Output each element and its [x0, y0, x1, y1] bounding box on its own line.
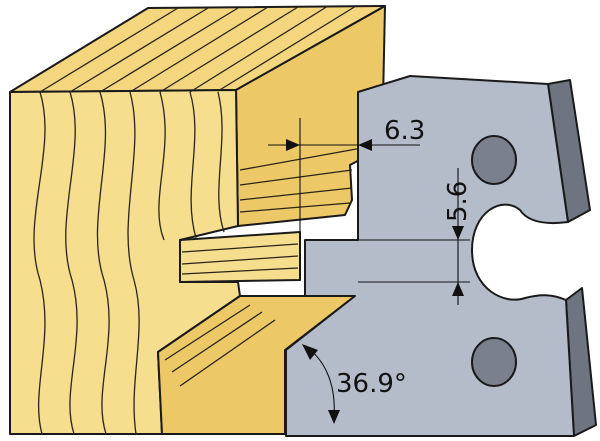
- knife-lower-hole: [471, 337, 517, 387]
- depth-label: 6.3: [384, 116, 425, 146]
- width-dimension: 5.6: [358, 168, 473, 305]
- wood-block: [9, 5, 386, 435]
- angle-dimension: 36.9°: [302, 344, 407, 424]
- depth-arrow-right: [358, 139, 372, 151]
- depth-dimension: 6.3: [268, 116, 425, 278]
- angle-label: 36.9°: [336, 369, 407, 399]
- width-label: 5.6: [443, 181, 473, 222]
- width-arrow-bottom: [452, 282, 464, 296]
- wood-grain: [33, 5, 363, 435]
- profile-knife: [285, 75, 597, 437]
- knife-upper-hole: [471, 135, 517, 185]
- width-arrow-top: [452, 226, 464, 240]
- depth-arrow-left: [286, 139, 300, 151]
- angle-arrow-bottom: [328, 410, 340, 424]
- angle-arrow-top: [302, 344, 318, 360]
